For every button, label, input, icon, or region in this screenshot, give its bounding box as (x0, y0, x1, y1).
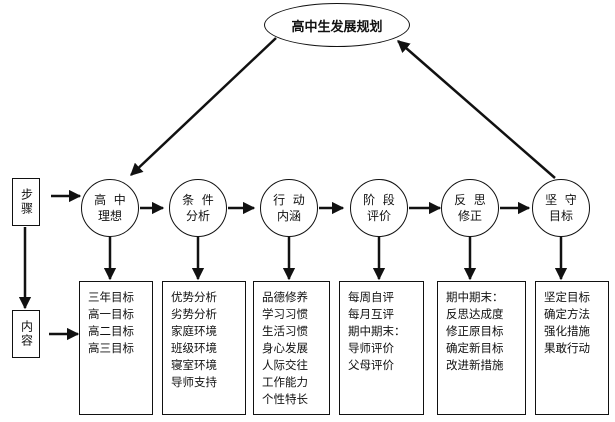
content-box-2: 优势分析 劣势分析 家庭环境 班级环境 寝室环境 导师支持 (162, 281, 246, 415)
step-title-line1: 条 件 (182, 193, 214, 207)
list-item: 父母评价 (348, 358, 394, 372)
step-title-line2: 分析 (185, 209, 210, 223)
step-circle-6: 坚 守 目标 (532, 179, 590, 237)
list-item: 身心发展 (262, 341, 308, 355)
list-item: 修正原目标 (446, 324, 504, 338)
list-item: 高三目标 (88, 341, 134, 355)
list-item: 个性特长 (262, 392, 308, 406)
list-item: 强化措施 (544, 324, 590, 338)
goal-title: 高中生发展规划 (291, 19, 383, 35)
step-title-line1: 高 中 (94, 193, 126, 207)
list-item: 学习习惯 (262, 307, 308, 321)
arrow-step6-to-goal (397, 40, 556, 179)
step-circle-4: 阶 段 评价 (350, 179, 408, 237)
list-item: 每周自评 (348, 290, 394, 304)
list-item: 反思达成度 (446, 307, 504, 321)
content-box-4: 每周自评 每月互评 期中期末： 导师评价 父母评价 (339, 281, 424, 415)
list-item: 期中期末： (348, 324, 406, 338)
list-item: 每月互评 (348, 307, 394, 321)
step-circle-1: 高 中 理想 (81, 179, 139, 237)
content-label-box: 内容 (12, 310, 40, 358)
list-item: 生活习惯 (262, 324, 308, 338)
content-label: 内容 (19, 320, 34, 348)
list-item: 导师评价 (348, 341, 394, 355)
step-title-line2: 修正 (457, 209, 482, 223)
list-item: 家庭环境 (171, 324, 217, 338)
list-item: 确定新目标 (446, 341, 504, 355)
list-item: 三年目标 (88, 290, 134, 304)
content-box-3: 品德修养 学习习惯 生活习惯 身心发展 人际交往 工作能力 个性特长 (253, 281, 330, 415)
step-title-line1: 反 思 (454, 193, 486, 207)
list-item: 寝室环境 (171, 358, 217, 372)
list-item: 期中期末： (446, 290, 504, 304)
arrow-goal-to-step1 (130, 37, 277, 176)
step-title-line2: 理想 (97, 209, 122, 223)
list-item: 坚定目标 (544, 290, 590, 304)
list-item: 确定方法 (544, 307, 590, 321)
step-title-line2: 目标 (548, 209, 573, 223)
list-item: 高一目标 (88, 307, 134, 321)
step-circle-3: 行 动 内涵 (260, 179, 318, 237)
step-title-line1: 坚 守 (545, 193, 577, 207)
list-item: 优势分析 (171, 290, 217, 304)
list-item: 人际交往 (262, 358, 308, 372)
list-item: 导师支持 (171, 375, 217, 389)
step-circle-2: 条 件 分析 (169, 179, 227, 237)
step-circle-5: 反 思 修正 (441, 179, 499, 237)
steps-label-box: 步骤 (12, 178, 40, 226)
list-item: 工作能力 (262, 375, 308, 389)
list-item: 班级环境 (171, 341, 217, 355)
list-item: 高二目标 (88, 324, 134, 338)
list-item: 劣势分析 (171, 307, 217, 321)
content-box-5: 期中期末： 反思达成度 修正原目标 确定新目标 改进新措施 (437, 281, 526, 415)
content-box-1: 三年目标 高一目标 高二目标 高三目标 (79, 281, 153, 415)
goal-ellipse: 高中生发展规划 (264, 3, 410, 47)
content-box-6: 坚定目标 确定方法 强化措施 果敢行动 (535, 281, 609, 415)
list-item: 改进新措施 (446, 358, 504, 372)
step-title-line1: 行 动 (273, 193, 305, 207)
step-title-line2: 评价 (366, 209, 391, 223)
step-title-line2: 内涵 (276, 209, 301, 223)
list-item: 品德修养 (262, 290, 308, 304)
steps-label: 步骤 (19, 188, 34, 216)
list-item: 果敢行动 (544, 341, 590, 355)
step-title-line1: 阶 段 (363, 193, 395, 207)
